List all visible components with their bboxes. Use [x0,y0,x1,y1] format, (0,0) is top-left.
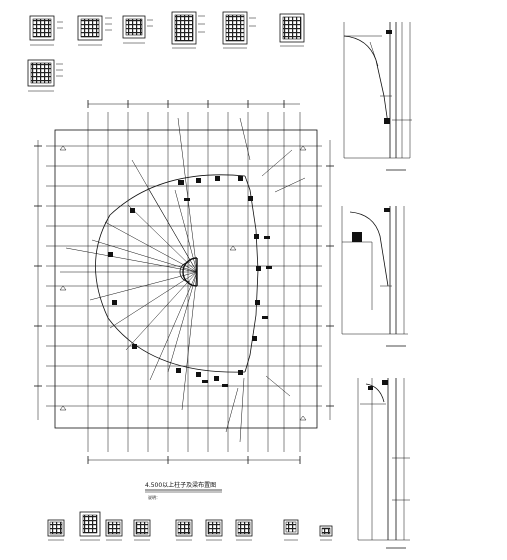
column-section-detail [133,519,151,541]
column-section-details-top [27,11,305,92]
column-section-detail [122,15,153,44]
column-section-detail [279,13,305,47]
plan-note: 说明： [148,494,160,500]
section-detail-bottom [357,378,410,549]
grid-axis-ticks [34,100,334,464]
plan-title-block: 4.500以上柱子及梁布置图 说明： [145,481,222,500]
column-section-detail [105,519,123,541]
plan-title: 4.500以上柱子及梁布置图 [145,481,216,489]
column-section-detail [175,519,193,541]
building-outline [54,129,318,429]
column-section-detail [27,59,63,92]
radial-beams [60,117,198,411]
column-section-detail [235,519,253,541]
elevation-marks [59,145,307,421]
column-section-detail [171,11,205,49]
vertical-grid-lines [87,112,301,452]
column-section-detail [29,15,63,46]
column-section-detail [222,11,256,49]
section-detail-middle [341,206,408,347]
curved-facade-arc [95,174,246,373]
section-detail-top [343,22,412,171]
leader-lines [225,117,306,443]
floor-plan: 4.500以上柱子及梁布置图 说明： [34,100,334,500]
right-curved-beam [244,175,259,373]
column-section-detail [47,519,65,541]
column-section-detail [205,519,223,541]
column-section-details-bottom [47,511,333,541]
column-section-detail [79,511,101,541]
column-section-detail [283,519,299,541]
column-markers [108,176,272,387]
column-section-detail [319,525,333,541]
central-semicircle [182,257,198,287]
column-section-detail [77,15,112,46]
